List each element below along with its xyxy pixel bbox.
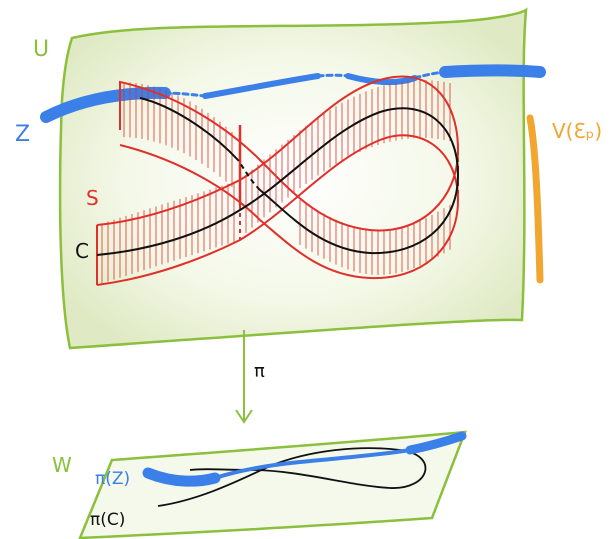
label-S: S [86,186,99,210]
band-hatching [101,80,451,284]
lower-sheet-W [78,430,467,539]
label-V: V(Ɛₚ) [552,119,602,143]
projection-arrow [235,330,253,424]
curve-V [526,114,544,284]
label-U: U [33,37,49,62]
label-W: W [52,453,72,477]
curve-piZ [142,431,467,487]
curve-C [96,97,459,256]
label-C: C [75,239,89,263]
label-piC: π(C) [90,510,125,530]
label-pi: π [254,361,265,382]
curve-Z [40,64,546,123]
label-piZ: π(Z) [95,469,130,489]
label-Z: Z [15,122,30,147]
